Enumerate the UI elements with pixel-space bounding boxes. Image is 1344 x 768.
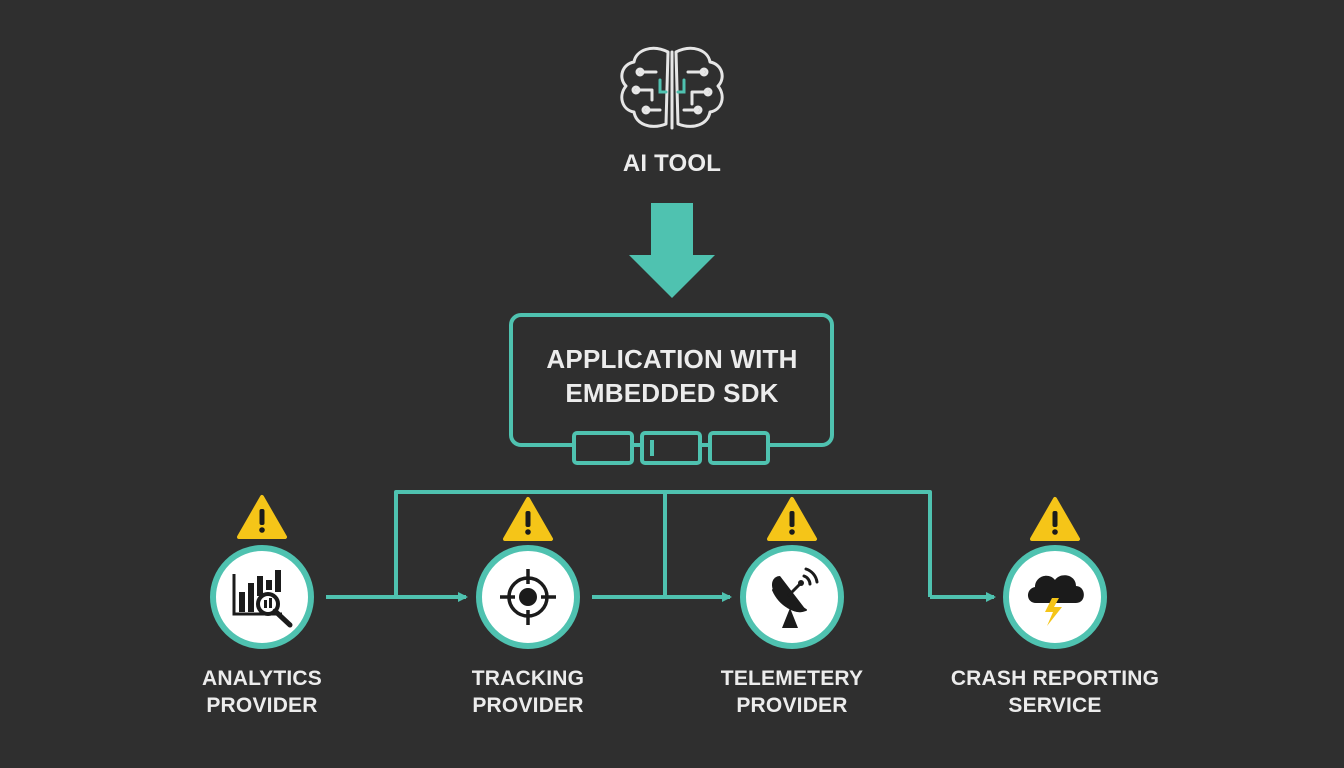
ai-tool-label: AI TOOL	[622, 150, 722, 177]
crash-reporting-label-line2: SERVICE	[1008, 694, 1102, 717]
crosshair-icon	[500, 569, 556, 625]
analytics-provider-label-line2: PROVIDER	[206, 694, 318, 717]
telemetery-provider-label: TELEMETERY PROVIDER	[682, 665, 902, 719]
sdk-modules	[572, 431, 770, 465]
warning-icon	[767, 497, 817, 541]
analytics-provider-label: ANALYTICS PROVIDER	[152, 665, 372, 719]
tracking-provider-label: TRACKING PROVIDER	[418, 665, 638, 719]
telemetery-provider-label-line2: PROVIDER	[736, 694, 848, 717]
brain-circuit-accent	[658, 78, 686, 94]
sdk-module-1	[572, 431, 634, 465]
tracking-provider-label-line2: PROVIDER	[472, 694, 584, 717]
crash-reporting-label: CRASH REPORTING SERVICE	[935, 665, 1175, 719]
sdk-module-3	[708, 431, 770, 465]
storm-cloud-icon	[1027, 575, 1084, 626]
application-label-line2: EMBEDDED SDK	[565, 378, 779, 408]
tracking-provider-label-line1: TRACKING	[471, 667, 585, 690]
crash-reporting-label-line1: CRASH REPORTING	[950, 667, 1160, 690]
connector-lines	[326, 490, 996, 602]
down-arrow	[629, 203, 715, 298]
warning-icon	[503, 497, 553, 541]
chart-magnifier-icon	[232, 570, 293, 628]
telemetery-provider-label-line1: TELEMETERY	[720, 667, 864, 690]
warning-icon	[237, 495, 287, 539]
sdk-module-2	[640, 431, 702, 465]
analytics-provider-label-line1: ANALYTICS	[201, 667, 323, 690]
brain-circuit-icon	[620, 46, 724, 130]
warning-icon	[1030, 497, 1080, 541]
application-label-line1: APPLICATION WITH	[546, 344, 798, 374]
application-label: APPLICATION WITH EMBEDDED SDK	[512, 342, 832, 410]
satellite-dish-icon	[771, 567, 819, 628]
